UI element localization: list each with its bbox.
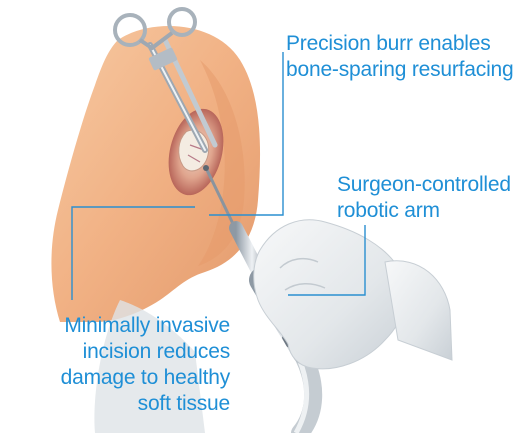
callout-burr-line2: bone-sparing resurfacing	[286, 57, 514, 83]
callout-precision-burr: Precision burr enables bone-sparing resu…	[286, 31, 514, 83]
callout-incision-line4: soft tissue	[8, 391, 230, 417]
callout-incision-line2: incision reduces	[8, 339, 230, 365]
callout-arm-line2: robotic arm	[337, 198, 511, 224]
callout-arm-line1: Surgeon-controlled	[337, 172, 511, 198]
callout-burr-line1: Precision burr enables	[286, 31, 514, 57]
callout-incision-line3: damage to healthy	[8, 365, 230, 391]
callout-robotic-arm: Surgeon-controlled robotic arm	[337, 172, 511, 224]
callout-incision-line1: Minimally invasive	[8, 313, 230, 339]
callout-incision: Minimally invasive incision reduces dama…	[8, 313, 230, 417]
